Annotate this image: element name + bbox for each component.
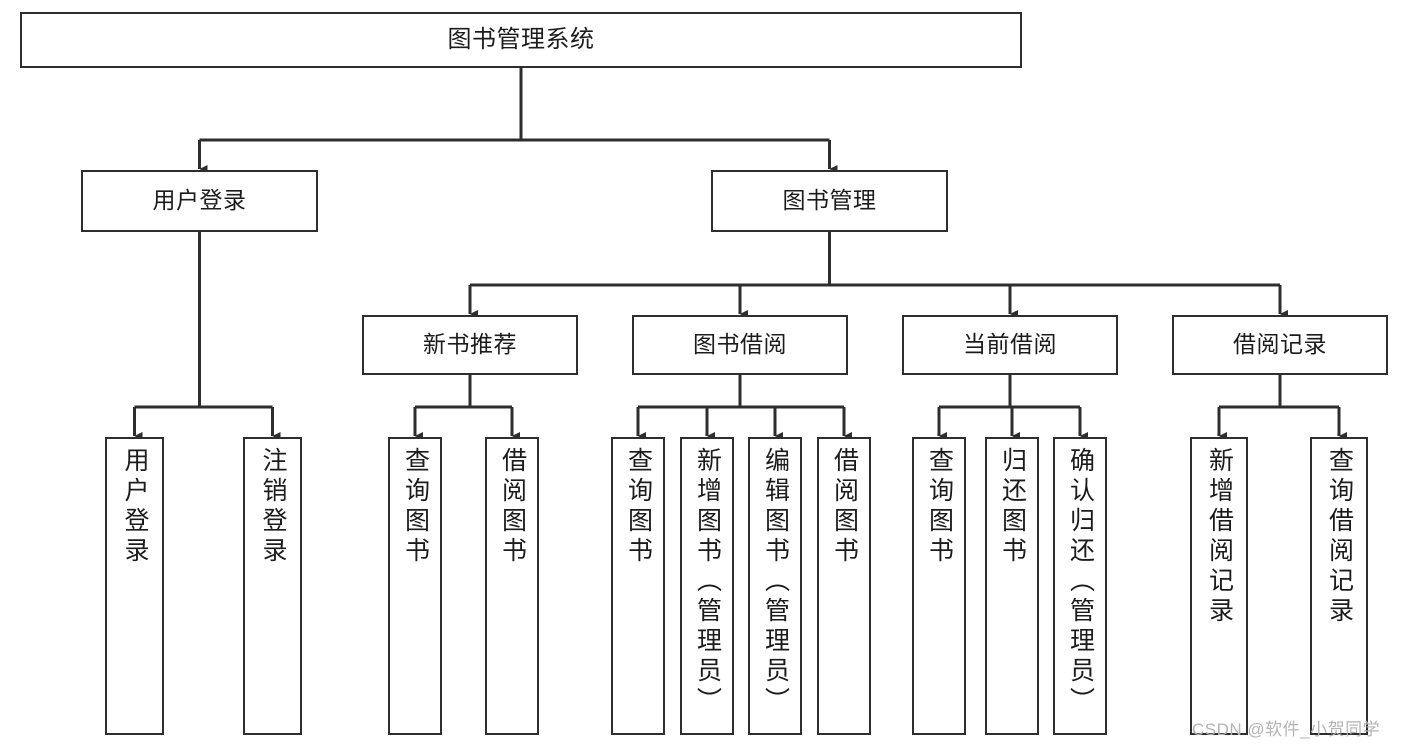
node-user-login[interactable]: 用户登录 bbox=[81, 170, 318, 232]
node-book-borrow[interactable]: 图书借阅 bbox=[632, 315, 848, 375]
node-leaf-add-book[interactable]: 新增图书（管理员） bbox=[680, 437, 734, 735]
node-leaf-query-book-br[interactable]: 查询图书 bbox=[611, 437, 665, 735]
node-root[interactable]: 图书管理系统 bbox=[20, 12, 1022, 68]
node-root-label: 图书管理系统 bbox=[447, 25, 595, 53]
node-book-borrow-label: 图书借阅 bbox=[693, 331, 787, 358]
node-current-borrow-label: 当前借阅 bbox=[963, 331, 1057, 358]
node-current-borrow[interactable]: 当前借阅 bbox=[902, 315, 1118, 375]
node-leaf-return-book[interactable]: 归还图书 bbox=[985, 437, 1039, 735]
node-leaf-user-login-label: 用户登录 bbox=[121, 447, 149, 567]
node-leaf-confirm-return[interactable]: 确认归还（管理员） bbox=[1053, 437, 1107, 735]
node-leaf-user-logout[interactable]: 注销登录 bbox=[243, 437, 302, 735]
node-leaf-query-book-br-label: 查询图书 bbox=[624, 447, 653, 567]
node-leaf-add-book-label: 新增图书（管理员） bbox=[693, 447, 722, 717]
node-leaf-return-book-label: 归还图书 bbox=[998, 447, 1027, 567]
node-book-manage[interactable]: 图书管理 bbox=[711, 170, 948, 232]
node-borrow-record-label: 借阅记录 bbox=[1233, 331, 1327, 358]
node-leaf-edit-book-label: 编辑图书（管理员） bbox=[761, 447, 790, 717]
node-user-login-label: 用户登录 bbox=[152, 187, 247, 214]
node-leaf-user-logout-label: 注销登录 bbox=[259, 447, 287, 567]
node-leaf-add-record-label: 新增借阅记录 bbox=[1205, 447, 1234, 627]
node-leaf-query-record[interactable]: 查询借阅记录 bbox=[1310, 437, 1368, 735]
node-leaf-query-book-rec[interactable]: 查询图书 bbox=[388, 437, 442, 735]
node-leaf-add-record[interactable]: 新增借阅记录 bbox=[1190, 437, 1248, 735]
node-leaf-confirm-return-label: 确认归还（管理员） bbox=[1066, 447, 1095, 717]
node-leaf-query-book-cb-label: 查询图书 bbox=[925, 447, 954, 567]
node-leaf-borrow-book-rec[interactable]: 借阅图书 bbox=[485, 437, 539, 735]
node-leaf-query-record-label: 查询借阅记录 bbox=[1325, 447, 1354, 627]
node-new-book-rec-label: 新书推荐 bbox=[423, 331, 517, 358]
node-leaf-borrow-book-br-label: 借阅图书 bbox=[830, 447, 859, 567]
node-leaf-query-book-cb[interactable]: 查询图书 bbox=[912, 437, 966, 735]
node-leaf-edit-book[interactable]: 编辑图书（管理员） bbox=[748, 437, 802, 735]
node-borrow-record[interactable]: 借阅记录 bbox=[1172, 315, 1388, 375]
node-leaf-query-book-rec-label: 查询图书 bbox=[401, 447, 430, 567]
node-leaf-user-login[interactable]: 用户登录 bbox=[105, 437, 164, 735]
csdn-watermark: CSDN @软件_小贺同学 bbox=[1192, 720, 1381, 739]
node-leaf-borrow-book-rec-label: 借阅图书 bbox=[498, 447, 527, 567]
node-leaf-borrow-book-br[interactable]: 借阅图书 bbox=[817, 437, 871, 735]
node-new-book-rec[interactable]: 新书推荐 bbox=[362, 315, 578, 375]
node-book-manage-label: 图书管理 bbox=[782, 187, 877, 214]
